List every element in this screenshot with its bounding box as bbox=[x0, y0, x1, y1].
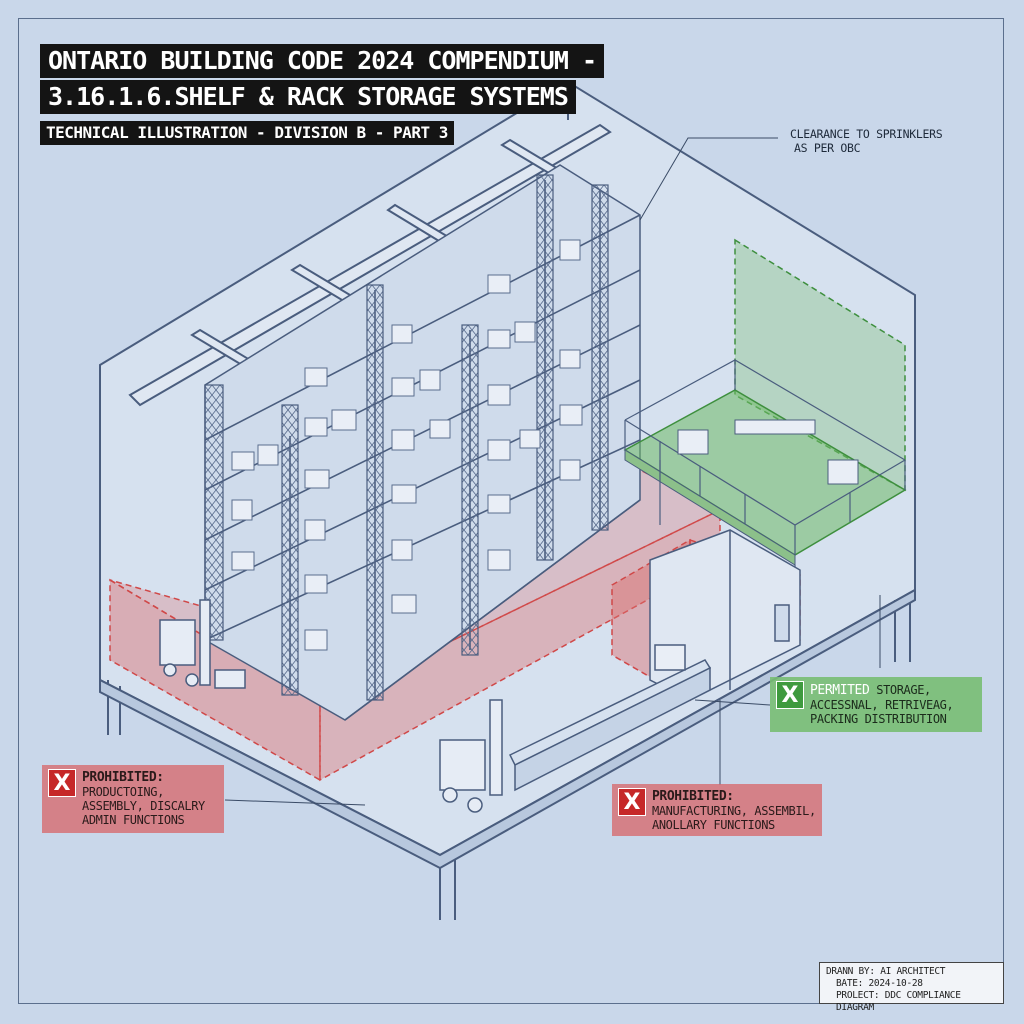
callout-leaders bbox=[224, 137, 881, 806]
prohibited-x-icon: X bbox=[48, 769, 76, 797]
sprinkler-clearance-callout: CLEARANCE TO SPRINKLERS AS PER OBC bbox=[790, 127, 943, 155]
drawing-title-block: DRANN BY: AI ARCHITECT BATE: 2024-10-28 … bbox=[819, 962, 1004, 1013]
permitted-line2: ACCESSNAL, RETRIVEAG, bbox=[810, 698, 954, 712]
permitted-label: X PERMITED STORAGE, ACCESSNAL, RETRIVEAG… bbox=[770, 677, 982, 732]
prohibited-label-center: X PROHIBITED: MANUFACTURING, ASSEMBIL, A… bbox=[612, 784, 822, 836]
title-block-drawn-by: DRANN BY: AI ARCHITECT bbox=[826, 966, 946, 977]
prohibited-left-heading: PROHIBITED: bbox=[82, 770, 164, 785]
page-title-line2: 3.16.1.6.SHELF & RACK STORAGE SYSTEMS bbox=[40, 80, 576, 114]
forklifts-and-conveyor bbox=[159, 599, 712, 813]
prohibited-center-heading: PROHIBITED: bbox=[652, 789, 734, 804]
permitted-line1: STORAGE, bbox=[876, 683, 931, 697]
rack-storage-system bbox=[204, 164, 641, 721]
sprinkler-callout-line1: CLEARANCE TO SPRINKLERS bbox=[790, 127, 943, 141]
page-subtitle: TECHNICAL ILLUSTRATION - DIVISION B - PA… bbox=[40, 121, 454, 145]
prohibited-center-line2: ANOLLARY FUNCTIONS bbox=[652, 818, 775, 832]
prohibited-center-line1: MANUFACTURING, ASSEMBIL, bbox=[652, 804, 816, 818]
mezzanine-permitted-area bbox=[623, 238, 907, 600]
permitted-line3: PACKING DISTRIBUTION bbox=[810, 712, 947, 726]
prohibited-label-left: X PROHIBITED: PRODUCTOING, ASSEMBLY, DIS… bbox=[42, 765, 224, 833]
title-block-project: PROLECT: DDC COMPLIANCE DIAGRAM bbox=[836, 990, 961, 1013]
prohibited-left-line1: PRODUCTOING, bbox=[82, 785, 164, 799]
sprinkler-callout-line2: AS PER OBC bbox=[794, 141, 861, 155]
prohibited-left-line3: ADMIN FUNCTIONS bbox=[82, 813, 185, 827]
enclosed-room bbox=[649, 529, 801, 701]
page-title-line1: ONTARIO BUILDING CODE 2024 COMPENDIUM - bbox=[40, 44, 604, 78]
prohibited-left-line2: ASSEMBLY, DISCALRY bbox=[82, 799, 205, 813]
permitted-heading: PERMITED bbox=[810, 683, 870, 698]
title-block-date: BATE: 2024-10-28 bbox=[836, 978, 923, 989]
permitted-x-icon: X bbox=[776, 681, 804, 709]
prohibited-x-icon: X bbox=[618, 788, 646, 816]
